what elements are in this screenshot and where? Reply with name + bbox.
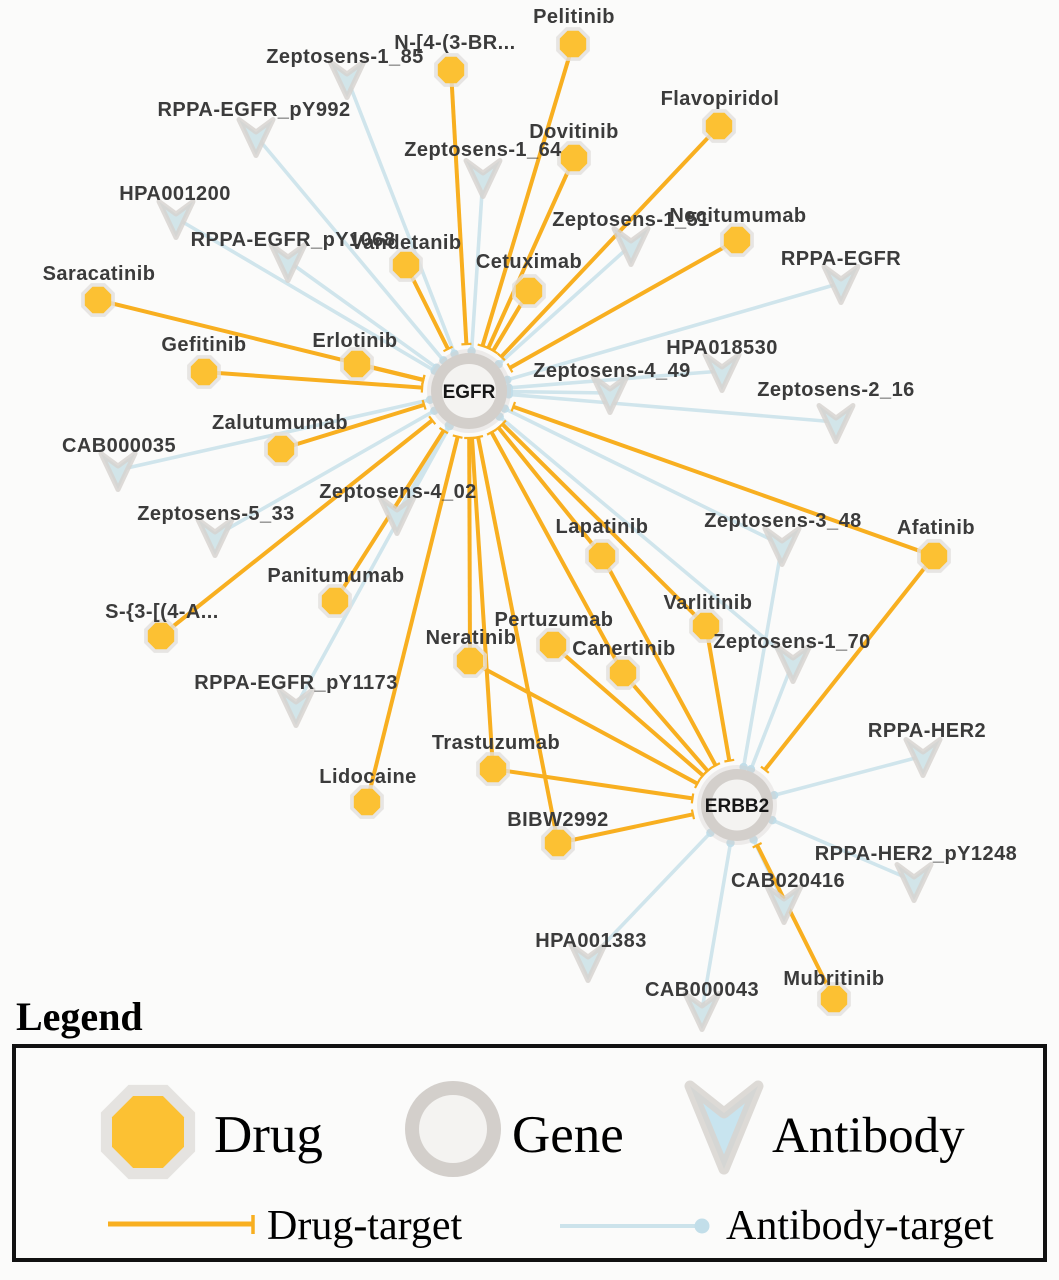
svg-text:Panitumumab: Panitumumab	[267, 565, 404, 587]
svg-text:N-[4-(3-BR...: N-[4-(3-BR...	[394, 32, 515, 54]
svg-text:Varlitinib: Varlitinib	[664, 592, 753, 614]
svg-text:CAB000035: CAB000035	[62, 435, 176, 457]
svg-text:HPA001200: HPA001200	[119, 183, 231, 205]
svg-text:Flavopiridol: Flavopiridol	[661, 88, 780, 110]
svg-text:Neratinib: Neratinib	[426, 627, 517, 649]
svg-text:Cetuximab: Cetuximab	[476, 251, 582, 273]
svg-text:RPPA-HER2: RPPA-HER2	[868, 720, 986, 742]
svg-text:Lidocaine: Lidocaine	[319, 766, 416, 788]
svg-text:EGFR: EGFR	[443, 382, 496, 403]
svg-text:Pelitinib: Pelitinib	[533, 6, 615, 28]
svg-text:Erlotinib: Erlotinib	[312, 330, 397, 352]
svg-text:BIBW2992: BIBW2992	[507, 809, 608, 831]
svg-text:S-{3-[(4-A...: S-{3-[(4-A...	[105, 601, 219, 623]
svg-text:Canertinib: Canertinib	[572, 638, 675, 660]
svg-text:ERBB2: ERBB2	[705, 796, 769, 817]
svg-text:Zeptosens-1_64: Zeptosens-1_64	[404, 139, 562, 161]
svg-text:Drug: Drug	[214, 1106, 323, 1164]
svg-text:Zeptosens-3_48: Zeptosens-3_48	[704, 510, 861, 532]
svg-text:Antibody: Antibody	[772, 1108, 965, 1164]
svg-text:RPPA-EGFR_pY1173: RPPA-EGFR_pY1173	[194, 672, 398, 694]
svg-text:RPPA-EGFR: RPPA-EGFR	[781, 248, 901, 270]
svg-text:Zeptosens-2_16: Zeptosens-2_16	[757, 379, 914, 401]
svg-text:Zeptosens-1_85: Zeptosens-1_85	[266, 46, 423, 68]
svg-text:Zeptosens-5_33: Zeptosens-5_33	[137, 503, 294, 525]
svg-text:Mubritinib: Mubritinib	[783, 968, 884, 990]
svg-text:Zalutumumab: Zalutumumab	[212, 412, 348, 434]
svg-text:Trastuzumab: Trastuzumab	[432, 732, 560, 754]
svg-text:Zeptosens-1_51: Zeptosens-1_51	[552, 209, 709, 231]
svg-text:Gene: Gene	[512, 1106, 624, 1164]
svg-text:Necitumumab: Necitumumab	[669, 205, 806, 227]
svg-text:CAB000043: CAB000043	[645, 979, 759, 1001]
svg-text:RPPA-HER2_pY1248: RPPA-HER2_pY1248	[815, 843, 1017, 865]
svg-text:Afatinib: Afatinib	[897, 517, 975, 539]
svg-text:Saracatinib: Saracatinib	[43, 263, 156, 285]
svg-text:Antibody-target: Antibody-target	[726, 1203, 994, 1249]
svg-text:Pertuzumab: Pertuzumab	[495, 609, 614, 631]
svg-text:Zeptosens-4_02: Zeptosens-4_02	[319, 481, 476, 503]
svg-text:Gefitinib: Gefitinib	[161, 334, 246, 356]
svg-text:Vandetanib: Vandetanib	[350, 232, 461, 254]
svg-text:RPPA-EGFR_pY992: RPPA-EGFR_pY992	[157, 99, 350, 121]
svg-text:Dovitinib: Dovitinib	[529, 121, 619, 143]
svg-text:HPA001383: HPA001383	[535, 930, 647, 952]
svg-text:Drug-target: Drug-target	[267, 1203, 462, 1249]
svg-text:RPPA-EGFR_pY1068: RPPA-EGFR_pY1068	[191, 229, 396, 251]
svg-text:HPA018530: HPA018530	[666, 337, 778, 359]
svg-text:Legend: Legend	[16, 994, 143, 1039]
svg-text:CAB020416: CAB020416	[731, 870, 845, 892]
svg-text:Zeptosens-4_49: Zeptosens-4_49	[533, 360, 690, 382]
svg-text:Lapatinib: Lapatinib	[556, 516, 649, 538]
svg-text:Zeptosens-1_70: Zeptosens-1_70	[713, 631, 870, 653]
